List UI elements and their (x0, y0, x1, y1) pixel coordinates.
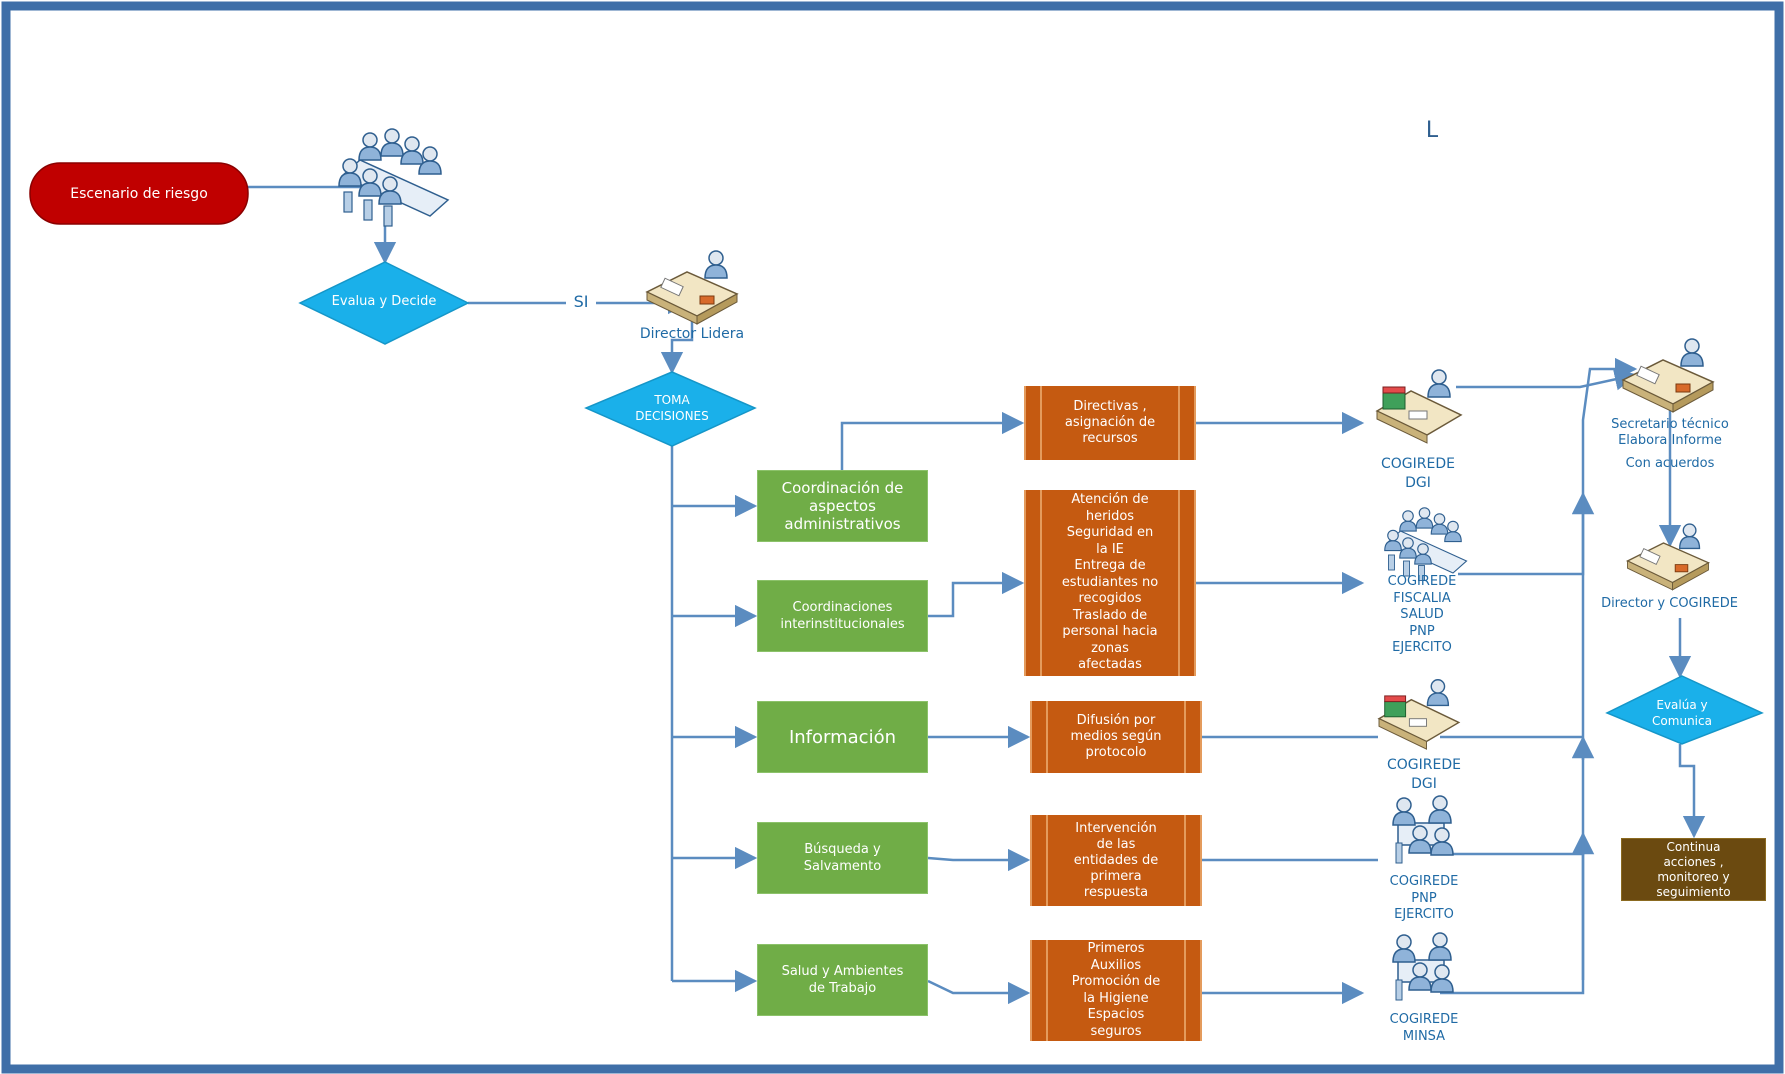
connector-area2-action2 (928, 571, 1025, 618)
decision-evaluate-shape (298, 261, 470, 345)
actor-label-fiscalia: COGIREDE FISCALIA SALUD PNP EJERCITO (1387, 574, 1457, 655)
actor-label-dgi-2: COGIREDE DGI (1387, 757, 1461, 792)
stray-letter: L (1425, 118, 1439, 143)
action-difusion: Difusión por medios según protocolo (1030, 701, 1202, 773)
director-cogirede-label: Director y COGIREDE (1601, 596, 1738, 611)
decision-toma-label: TOMA DECISIONES (635, 393, 709, 423)
area-informacion: Información (757, 701, 928, 773)
director-lidera-label: Director Lidera (639, 326, 745, 342)
connector-actor2-bus (1458, 491, 1595, 576)
edge-si-label: SI (566, 292, 596, 311)
office-worker-icon (1377, 370, 1461, 443)
start-terminal-shape (29, 162, 249, 225)
connector-area1-action1 (840, 411, 1025, 470)
decision-evalua-comunica-shape (1605, 675, 1764, 745)
action-intervencion: Intervención de las entidades de primera… (1030, 815, 1202, 906)
team-icon (1393, 796, 1453, 863)
area-salud: Salud y Ambientes de Trabajo (757, 944, 928, 1016)
continua-box: Continua acciones , monitoreo y seguimie… (1621, 838, 1766, 901)
secretario-label: Secretario técnico Elabora Informe (1611, 417, 1729, 448)
action-directivas: Directivas , asignación de recursos (1024, 386, 1196, 460)
con-acuerdos-label: Con acuerdos (1625, 456, 1715, 471)
desk-person-icon (1623, 339, 1713, 412)
start-terminal: Escenario de riesgo (30, 163, 248, 224)
actor-label-minsa: COGIREDE MINSA (1389, 1012, 1459, 1044)
meeting-icon (1385, 508, 1467, 581)
connector-area4-action4 (927, 848, 1031, 872)
team-icon (1393, 933, 1453, 1000)
connector-area5-action5 (927, 979, 1031, 1005)
decision-evalua-comunica-label: Evalúa y Comunica (1652, 698, 1712, 728)
connector-evalua-continua (1678, 744, 1706, 839)
meeting-icon (339, 129, 448, 226)
action-atencion: Atención de heridos Seguridad en la IE E… (1024, 490, 1196, 676)
connector-actor4-bus (1440, 834, 1585, 856)
area-busqueda: Búsqueda y Salvamento (757, 822, 928, 894)
area-administrativos: Coordinación de aspectos administrativos (757, 470, 928, 542)
actor-label-dgi-1: COGIREDE DGI (1381, 456, 1455, 491)
decision-evaluate-label: Evalua y Decide (331, 294, 437, 309)
desk-person-icon (1628, 524, 1709, 590)
start-label: Escenario de riesgo (70, 185, 208, 202)
connector-bus-main (1581, 357, 1638, 980)
connector-actor1-secretario (1456, 368, 1638, 391)
decision-toma-shape (584, 371, 757, 447)
area-interinstitucionales: Coordinaciones interinstitucionales (757, 580, 928, 652)
desk-person-icon (647, 251, 737, 324)
office-worker-icon (1379, 680, 1459, 749)
actor-label-pnp: COGIREDE PNP EJERCITO (1389, 874, 1459, 922)
action-primeros-auxilios: Primeros Auxilios Promoción de la Higien… (1030, 940, 1202, 1041)
